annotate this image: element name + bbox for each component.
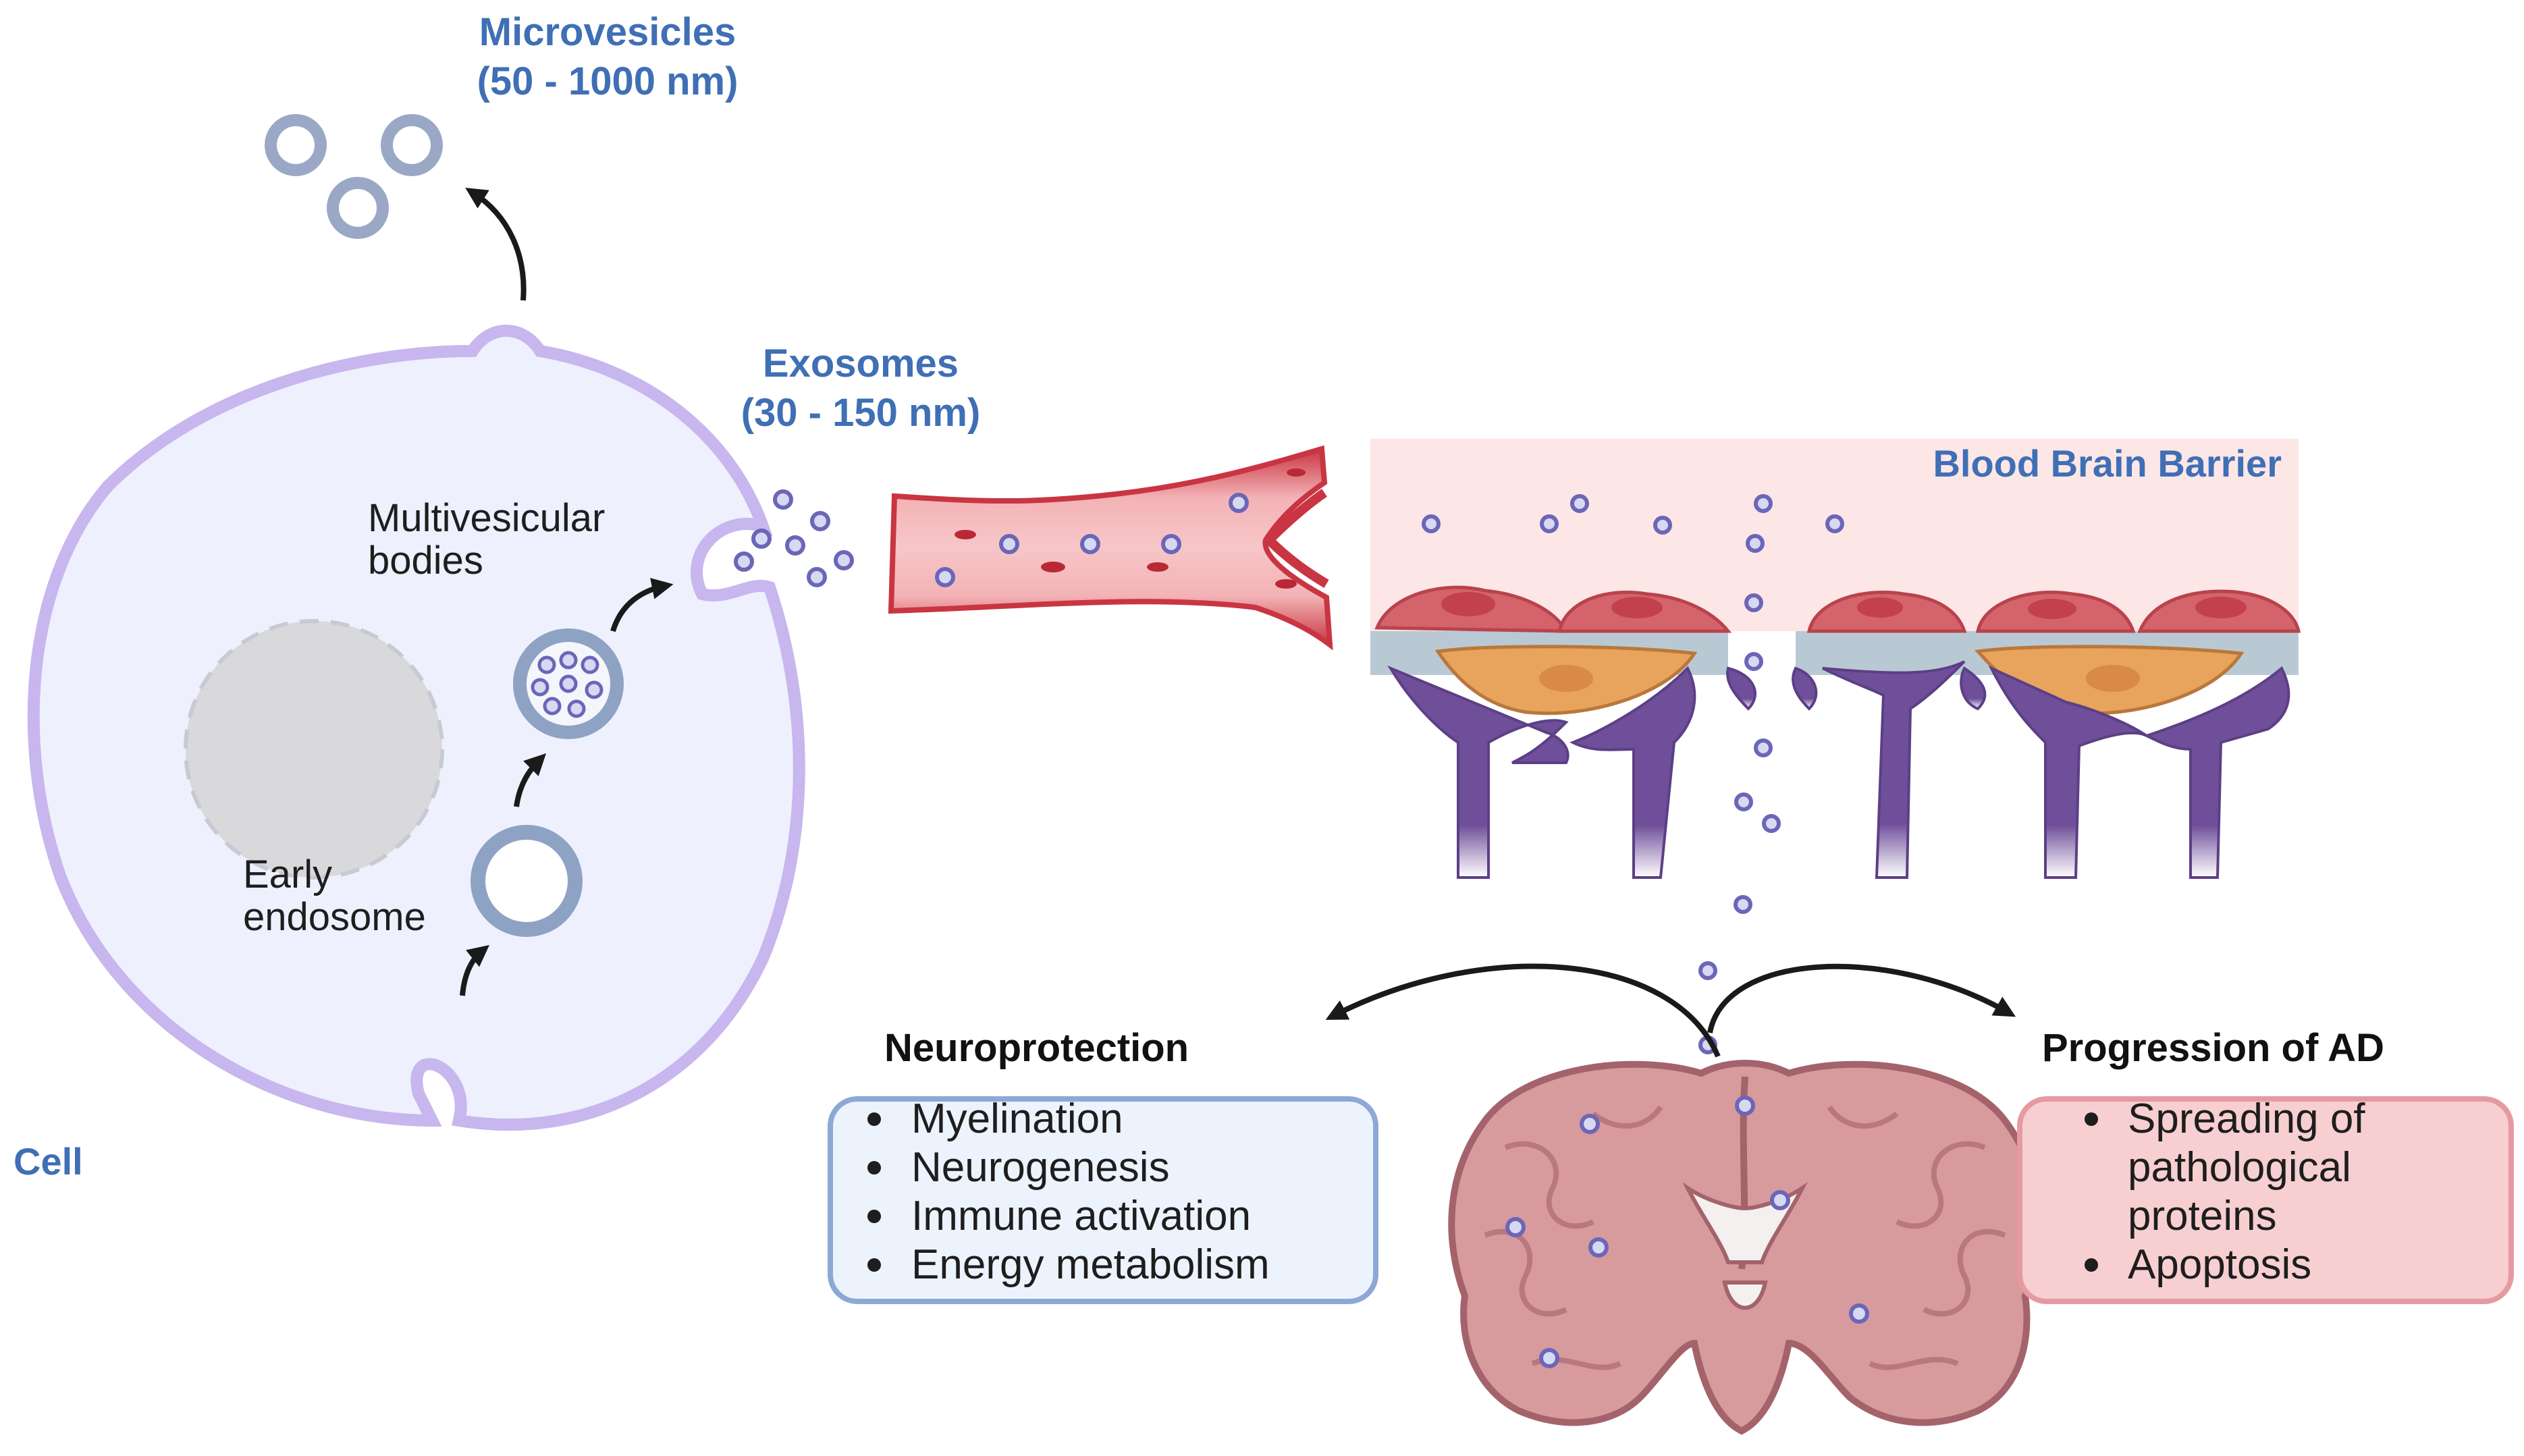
list-item: Energy metabolism [911,1241,1270,1288]
neuroprotection-list: Myelination Neurogenesis Immune activati… [867,1096,1270,1288]
crossing-exosomes [1422,494,1844,1054]
early-endosome-label-line1: Early [243,853,332,896]
microvesicles-label: Microvesicles [479,10,736,54]
released-exosomes [734,489,854,587]
arrow-to-multivesicular-body [514,753,547,807]
brain-coronal-section-icon [1448,1060,2042,1435]
neuroprotection-title: Neuroprotection [884,1026,1189,1070]
multivesicular-body [513,628,624,739]
progression-list: Spreading of pathological proteins Apopt… [2085,1096,2365,1288]
progression-title: Progression of AD [2042,1026,2384,1070]
list-item: Immune activation [911,1193,1251,1239]
multivesicular-label-line2: bodies [368,539,483,583]
arrow-to-microvesicles [465,188,527,301]
arrow-to-membrane [610,578,674,632]
bbb-label: Blood Brain Barrier [1933,442,2282,485]
cell-label: Cell [14,1140,83,1183]
list-item: Myelination [911,1096,1123,1142]
arrow-to-neuroprotection [1325,963,1721,1058]
blood-vessel-icon [888,445,1333,651]
cell-icon [27,325,805,1131]
microvesicles [265,114,443,239]
progression-box [2017,1096,2514,1304]
nucleus [184,619,444,880]
list-item-continuation: pathological [2128,1144,2351,1191]
list-item: Neurogenesis [911,1144,1170,1191]
blood-brain-barrier-icon [1370,439,2301,1054]
neuroprotection-box [828,1096,1378,1304]
arrow-to-early-endosome [460,944,489,996]
microvesicles-size-label: (50 - 1000 nm) [477,59,739,103]
list-item-continuation: proteins [2128,1193,2277,1239]
early-endosome-label-line2: endosome [243,895,426,939]
exosomes-label: Exosomes [763,342,959,385]
early-endosome [471,825,583,937]
multivesicular-label-line1: Multivesicular [368,496,605,540]
exosomes-size-label: (30 - 150 nm) [741,391,981,435]
arrow-to-progression [1707,963,2016,1033]
list-item: Spreading of [2128,1096,2365,1142]
list-item: Apoptosis [2128,1241,2311,1288]
